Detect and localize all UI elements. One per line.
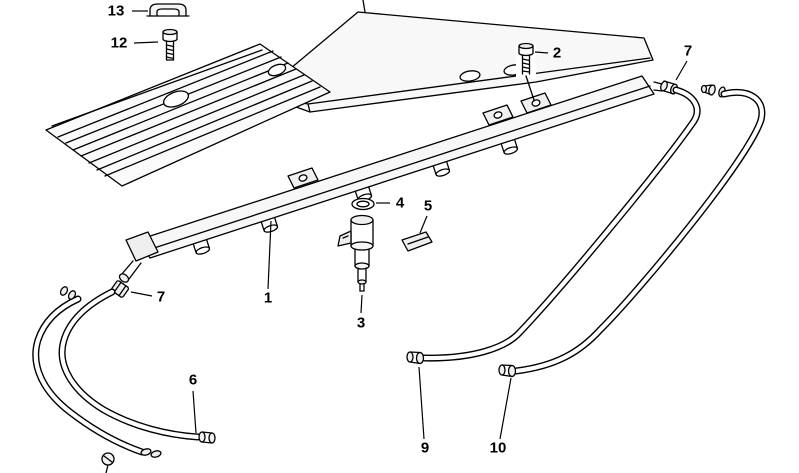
leader-lines bbox=[130, 10, 688, 440]
hose-10-drawing bbox=[498, 84, 766, 378]
clip-5-drawing bbox=[401, 231, 433, 252]
left-elbow-clamp-drawing bbox=[110, 260, 142, 298]
hose-9-drawing bbox=[406, 86, 701, 365]
clip-13-drawing bbox=[146, 3, 190, 17]
bolt-12-drawing bbox=[162, 28, 178, 61]
left-hoses-drawing bbox=[32, 286, 216, 473]
fuel-injector-drawing bbox=[337, 214, 374, 292]
engine-cover-drawing bbox=[45, 43, 331, 187]
o-ring-4-drawing bbox=[351, 197, 375, 211]
fuel-rail-drawing bbox=[125, 75, 663, 262]
bolt-2-drawing bbox=[516, 42, 536, 101]
